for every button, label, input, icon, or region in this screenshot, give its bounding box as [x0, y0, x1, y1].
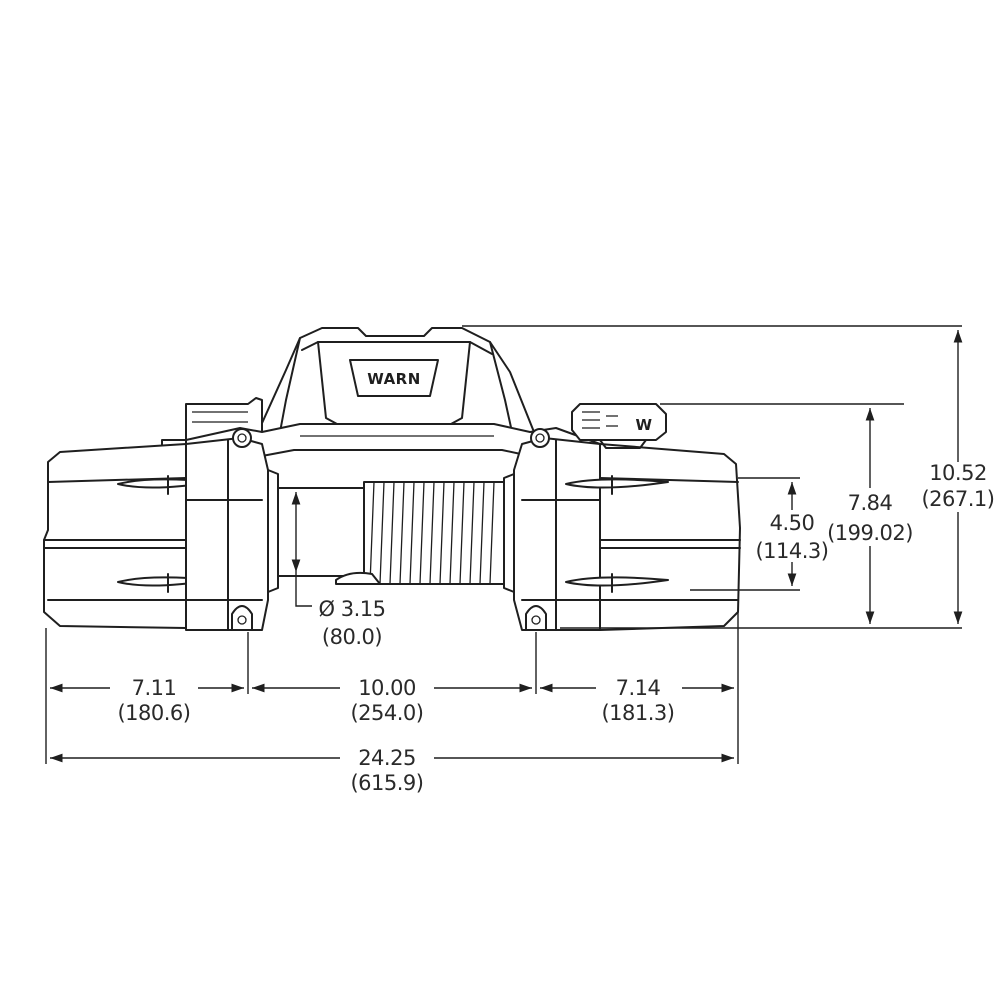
left-offset-in: 7.11 — [132, 676, 177, 700]
overall-length-in: 24.25 — [358, 746, 416, 770]
overall-length-mm: (615.9) — [350, 771, 423, 795]
drum-diameter-mm: (80.0) — [322, 625, 382, 649]
controller-height-in: 7.84 — [848, 491, 893, 515]
remote-logo-text: W — [635, 416, 652, 434]
left-top-bolt — [232, 428, 252, 448]
bolt-spacing-mm: (254.0) — [350, 701, 423, 725]
wireless-remote: W — [571, 403, 667, 449]
winch-body: WARN — [43, 327, 741, 631]
warn-logo-text: WARN — [367, 370, 421, 388]
mount-height-mm: (114.3) — [755, 539, 828, 563]
control-pack-housing: WARN — [257, 327, 535, 433]
right-drum-support — [513, 428, 601, 631]
right-end-housing — [565, 443, 741, 631]
right-top-bolt — [530, 428, 550, 448]
left-drum-support — [185, 428, 269, 631]
warn-logo-plate — [349, 359, 439, 397]
left-offset-mm: (180.6) — [117, 701, 190, 725]
controller-height-mm: (199.02) — [827, 521, 913, 545]
overall-height-in: 10.52 — [929, 461, 987, 485]
dimension-lines — [45, 325, 963, 764]
rope-exit-guide — [335, 571, 381, 585]
winch-drum — [267, 469, 515, 593]
right-offset-mm: (181.3) — [601, 701, 674, 725]
overall-height-mm: (267.1) — [921, 487, 994, 511]
mount-height-in: 4.50 — [770, 511, 815, 535]
dimension-labels: 10.52 (267.1) 7.84 (199.02) 4.50 (114.3)… — [117, 461, 995, 795]
right-offset-in: 7.14 — [616, 676, 661, 700]
drum-diameter-in: Ø 3.15 — [319, 597, 386, 621]
bolt-spacing-in: 10.00 — [358, 676, 416, 700]
